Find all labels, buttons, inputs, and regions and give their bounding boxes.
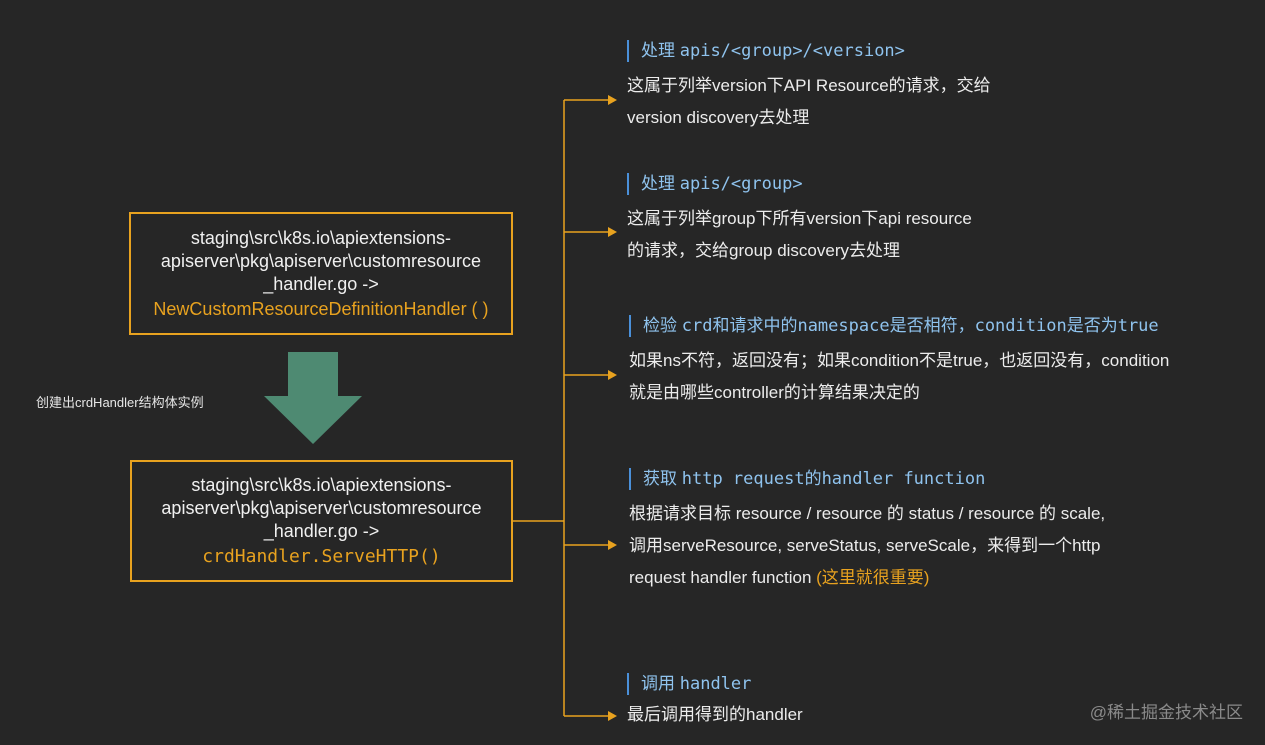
- step-validate-crd: 检验 crd和请求中的namespace是否相符，condition是否为tru…: [629, 315, 1169, 409]
- step1-title: 处理 apis/<group>/<version>: [627, 40, 991, 62]
- serve-http-box: staging\src\k8s.io\apiextensions- apiser…: [130, 460, 513, 582]
- arrow-caption: 创建出crdHandler结构体实例: [36, 395, 204, 410]
- watermark: @稀土掘金技术社区: [1089, 703, 1243, 722]
- arrow-head-5: [608, 711, 617, 721]
- step1-desc: 这属于列举version下API Resource的请求，交给 version …: [627, 76, 991, 127]
- box1-function-name: NewCustomResourceDefinitionHandler ( ): [153, 298, 489, 319]
- step4-desc: 根据请求目标 resource / resource 的 status / re…: [629, 504, 1106, 587]
- arrow-head-1: [608, 95, 617, 105]
- box1-path-line2: apiserver\pkg\apiserver\customresource: [160, 250, 482, 271]
- down-arrow-icon: [264, 352, 362, 444]
- step-get-handler: 获取 http request的handler function 根据请求目标 …: [629, 468, 1105, 594]
- box2-path-line2: apiserver\pkg\apiserver\customresource: [161, 498, 482, 518]
- box1-path-line1: staging\src\k8s.io\apiextensions-: [190, 227, 452, 248]
- step3-desc: 如果ns不符，返回没有；如果condition不是true，也返回没有，cond…: [629, 351, 1170, 402]
- arrow-head-2: [608, 227, 617, 237]
- step5-desc: 最后调用得到的handler: [627, 705, 803, 724]
- importance-note: (这里就很重要): [816, 568, 930, 587]
- box2-function-name: crdHandler.ServeHTTP(): [202, 546, 441, 567]
- box2-path-line3: _handler.go ->: [263, 521, 380, 541]
- step2-desc: 这属于列举group下所有version下api resource 的请求，交给…: [627, 209, 972, 260]
- step5-title: 调用 handler: [627, 673, 803, 695]
- step-invoke-handler: 调用 handler 最后调用得到的handler: [627, 673, 803, 731]
- box1-path-line3: _handler.go ->: [263, 273, 379, 294]
- step-list-version: 处理 apis/<group>/<version> 这属于列举version下A…: [627, 40, 991, 134]
- step4-title: 获取 http request的handler function: [629, 468, 1105, 490]
- step2-title: 处理 apis/<group>: [627, 173, 972, 195]
- arrow-head-4: [608, 540, 617, 550]
- arrow-head-3: [608, 370, 617, 380]
- handler-constructor-box: staging\src\k8s.io\apiextensions- apiser…: [129, 212, 513, 335]
- step-list-group: 处理 apis/<group> 这属于列举group下所有version下api…: [627, 173, 972, 267]
- box2-path-line1: staging\src\k8s.io\apiextensions-: [191, 475, 452, 495]
- step3-title: 检验 crd和请求中的namespace是否相符，condition是否为tru…: [629, 315, 1169, 337]
